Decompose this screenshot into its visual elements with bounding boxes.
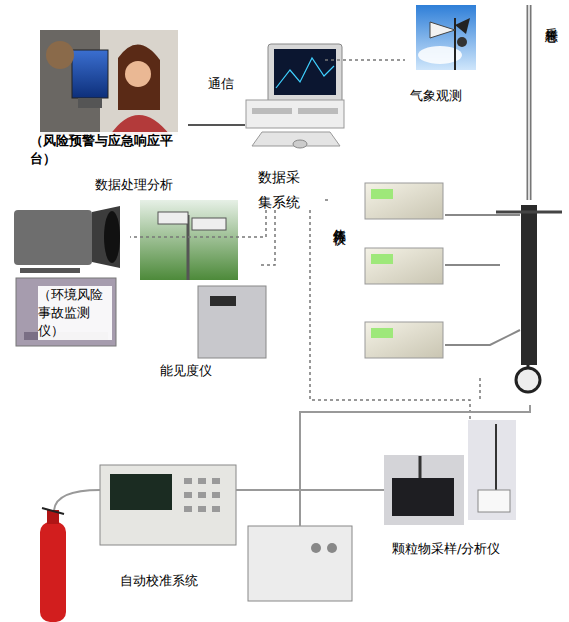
- gas-line: [445, 264, 500, 266]
- device-node: （环境风险事故监测仪）: [10, 200, 130, 350]
- device-label: （风险预警与应急响应平台）: [30, 132, 182, 168]
- calibration-devices: [40, 412, 384, 622]
- edge-label: 通信: [208, 75, 234, 93]
- gas-line: [188, 124, 245, 126]
- sampling-manifold: [496, 5, 562, 392]
- signal-wire: [260, 210, 275, 265]
- device-label: 颗粒物采样/分析仪: [392, 540, 522, 558]
- particulate-devices: [384, 420, 516, 525]
- device-node: （风险预警与应急响应平台） 数据处理分析: [28, 28, 188, 200]
- weather-station: [416, 5, 476, 70]
- device-label: （环境风险事故监测仪）: [38, 286, 112, 340]
- device-node: 气象观测: [405, 5, 480, 105]
- signal-wire: [325, 59, 405, 61]
- signal-wire: [130, 210, 266, 237]
- device-node: 颗粒物采样/分析仪: [380, 420, 520, 560]
- device-node: 采样总管: [500, 5, 562, 405]
- device-node: 能见度仪: [140, 200, 260, 380]
- device-label: 能见度仪: [160, 362, 250, 380]
- gas-line: [300, 405, 530, 460]
- device-node: 自动校准系统: [95, 460, 355, 605]
- device-label: 气象观测: [410, 87, 480, 105]
- computer-illustration: [246, 44, 344, 148]
- visibility-meter: [140, 200, 266, 358]
- device-label: 数据处理分析: [95, 176, 185, 194]
- signal-wire: [325, 199, 330, 201]
- signal-wire: [310, 210, 470, 420]
- operator-photo: [40, 30, 178, 135]
- device-node: 数据采集系统: [245, 40, 325, 210]
- device-label: 自动校准系统: [120, 572, 240, 590]
- dashed-wire: [479, 378, 481, 400]
- gas-analyzers: [365, 183, 520, 358]
- device-node: 气体分析仪: [330, 178, 445, 360]
- device-label: 气体分析仪: [330, 218, 348, 223]
- device-label: 采样总管: [542, 17, 560, 21]
- device-label: 数据采集系统: [258, 165, 302, 215]
- risk-monitor: [14, 206, 120, 346]
